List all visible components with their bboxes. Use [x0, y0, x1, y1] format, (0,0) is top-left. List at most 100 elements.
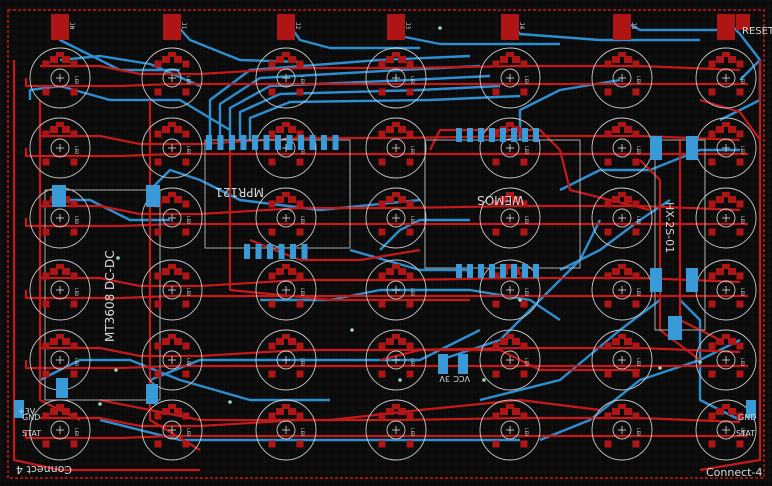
switch-pad	[492, 228, 500, 236]
button-cell: LED	[255, 329, 317, 391]
led-pad	[728, 196, 736, 203]
led-pad	[162, 338, 170, 345]
switch-pad	[70, 300, 78, 308]
led-pad	[162, 268, 170, 275]
smd-pad	[650, 136, 662, 160]
switch-pad	[708, 60, 716, 68]
dcdc-outline	[44, 189, 161, 401]
reset-label: RESET	[742, 26, 772, 37]
led-pad	[56, 404, 64, 409]
led-pad	[174, 196, 182, 203]
led-pad	[716, 338, 724, 345]
button-center	[716, 138, 736, 158]
mpr121-pin	[309, 135, 316, 150]
led-tag: LED	[185, 146, 191, 154]
button-ring	[255, 187, 317, 249]
smd-pads	[14, 128, 756, 418]
button-ring	[591, 329, 653, 391]
button-center	[276, 350, 296, 370]
led-pad	[728, 56, 736, 63]
led-pad	[728, 126, 736, 133]
header-pad	[501, 14, 519, 40]
switch-pad	[708, 342, 716, 350]
button-cell: LED	[695, 259, 757, 321]
led-tag: LED	[299, 76, 305, 84]
switch-pad	[268, 200, 276, 208]
button-center	[716, 420, 736, 440]
led-pad	[56, 334, 64, 339]
led-tag: LED	[299, 358, 305, 366]
header-pad	[613, 14, 631, 40]
button-center	[162, 350, 182, 370]
wemos-pin	[500, 128, 506, 142]
led-tag: LED	[523, 76, 529, 84]
led-tag: LED	[523, 288, 529, 296]
mpr121-pin	[278, 244, 285, 259]
led-pad	[56, 122, 64, 127]
switch-pad	[296, 200, 304, 208]
switch-pad	[708, 412, 716, 420]
button-ring	[141, 399, 203, 461]
switch-pad	[736, 158, 744, 166]
switch-pad	[268, 342, 276, 350]
switch-pad	[296, 370, 304, 378]
led-tag: LED	[73, 216, 79, 224]
led-pad	[288, 408, 296, 415]
led-tag: LED	[299, 216, 305, 224]
button-center	[500, 68, 520, 88]
switch-pad	[632, 272, 640, 280]
button-center	[500, 138, 520, 158]
led-pad	[56, 264, 64, 269]
switch-pad	[42, 300, 50, 308]
switch-pad	[378, 300, 386, 308]
button-center	[386, 68, 406, 88]
switch-pad	[406, 60, 414, 68]
wemos-pin	[489, 264, 495, 278]
led-pad	[398, 56, 406, 63]
bottom-trace	[28, 84, 231, 132]
switch-pad	[520, 300, 528, 308]
button-ring	[141, 329, 203, 391]
switch-pad	[708, 88, 716, 96]
led-pad	[506, 404, 514, 409]
led-pad	[506, 264, 514, 269]
switch-pad	[632, 440, 640, 448]
led-pad	[288, 126, 296, 133]
button-ring	[479, 329, 541, 391]
led-pad	[288, 196, 296, 203]
dcdc-label: MT3608 DC-DC	[103, 250, 117, 342]
button-cell: LED	[591, 259, 653, 321]
led-pad	[624, 268, 632, 275]
button-ring	[479, 399, 541, 461]
button-cell: LED	[365, 399, 427, 461]
led-pad	[288, 56, 296, 63]
button-cell: LED	[141, 329, 203, 391]
led-pad	[624, 196, 632, 203]
switch-pad	[492, 272, 500, 280]
top-trace	[379, 348, 640, 372]
led-tag: LED	[635, 288, 641, 296]
switch-pad	[708, 272, 716, 280]
switch-pad	[70, 158, 78, 166]
led-pad	[276, 196, 284, 203]
led-pad	[168, 52, 176, 57]
via	[482, 378, 486, 382]
button-cell: LED	[591, 399, 653, 461]
led-pad	[288, 338, 296, 345]
led-pad	[716, 126, 724, 133]
led-pad	[162, 196, 170, 203]
button-cell: LED	[255, 47, 317, 109]
button-cell: LED	[255, 117, 317, 179]
top-trace	[40, 346, 741, 358]
button-grid: LED LED LED LED LED LED LED LED LED LED LED LED LED L…	[29, 47, 757, 461]
switch-pad	[632, 60, 640, 68]
wemos-pin	[489, 128, 495, 142]
led-pad	[392, 334, 400, 339]
switch-pad	[406, 158, 414, 166]
wemos-pin	[467, 128, 473, 142]
button-cell: LED	[591, 187, 653, 249]
switch-pad	[406, 370, 414, 378]
switch-pad	[736, 412, 744, 420]
led-pad	[728, 338, 736, 345]
button-cell: LED	[479, 187, 541, 249]
